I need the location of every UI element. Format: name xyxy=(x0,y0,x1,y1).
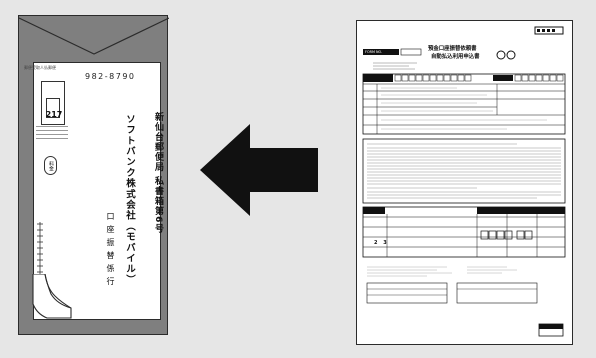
left-arrow-icon xyxy=(200,124,318,216)
envelope-corner-curl xyxy=(32,274,72,319)
postage-inner-frame xyxy=(46,98,60,118)
postage-box: 217 xyxy=(41,81,65,125)
postage-fine-print xyxy=(36,126,68,142)
envelope-flap xyxy=(19,17,169,55)
form-sample-digits: 2 3 xyxy=(374,240,389,246)
form-layout-graphic xyxy=(362,26,566,337)
postage-seal: 料金 xyxy=(44,156,57,175)
postcode: 982-8790 xyxy=(85,72,136,81)
business-reply-label: 郵便受取人払郵便 xyxy=(24,65,56,70)
postage-number: 217 xyxy=(45,110,63,119)
post-office-address: 新仙台郵便局 私書箱第6号 xyxy=(153,112,163,234)
recipient-company: ソフトバンク株式会社（モバイル） xyxy=(124,114,135,286)
return-envelope: 郵便受取人払郵便 982-8790 217 料金 新仙台郵便局 私書箱第6号 ソ… xyxy=(18,15,169,335)
recipient-department: 口座振替係行 xyxy=(106,212,115,290)
form-title: 預金口座振替依頼書 xyxy=(428,46,477,52)
form-subtitle: 自動払込利用申込書 xyxy=(431,54,480,60)
form-id-label: FORM NO. xyxy=(363,50,385,54)
direct-debit-application-form: FORM NO. 預金口座振替依頼書 自動払込利用申込書 2 3 xyxy=(356,20,573,345)
